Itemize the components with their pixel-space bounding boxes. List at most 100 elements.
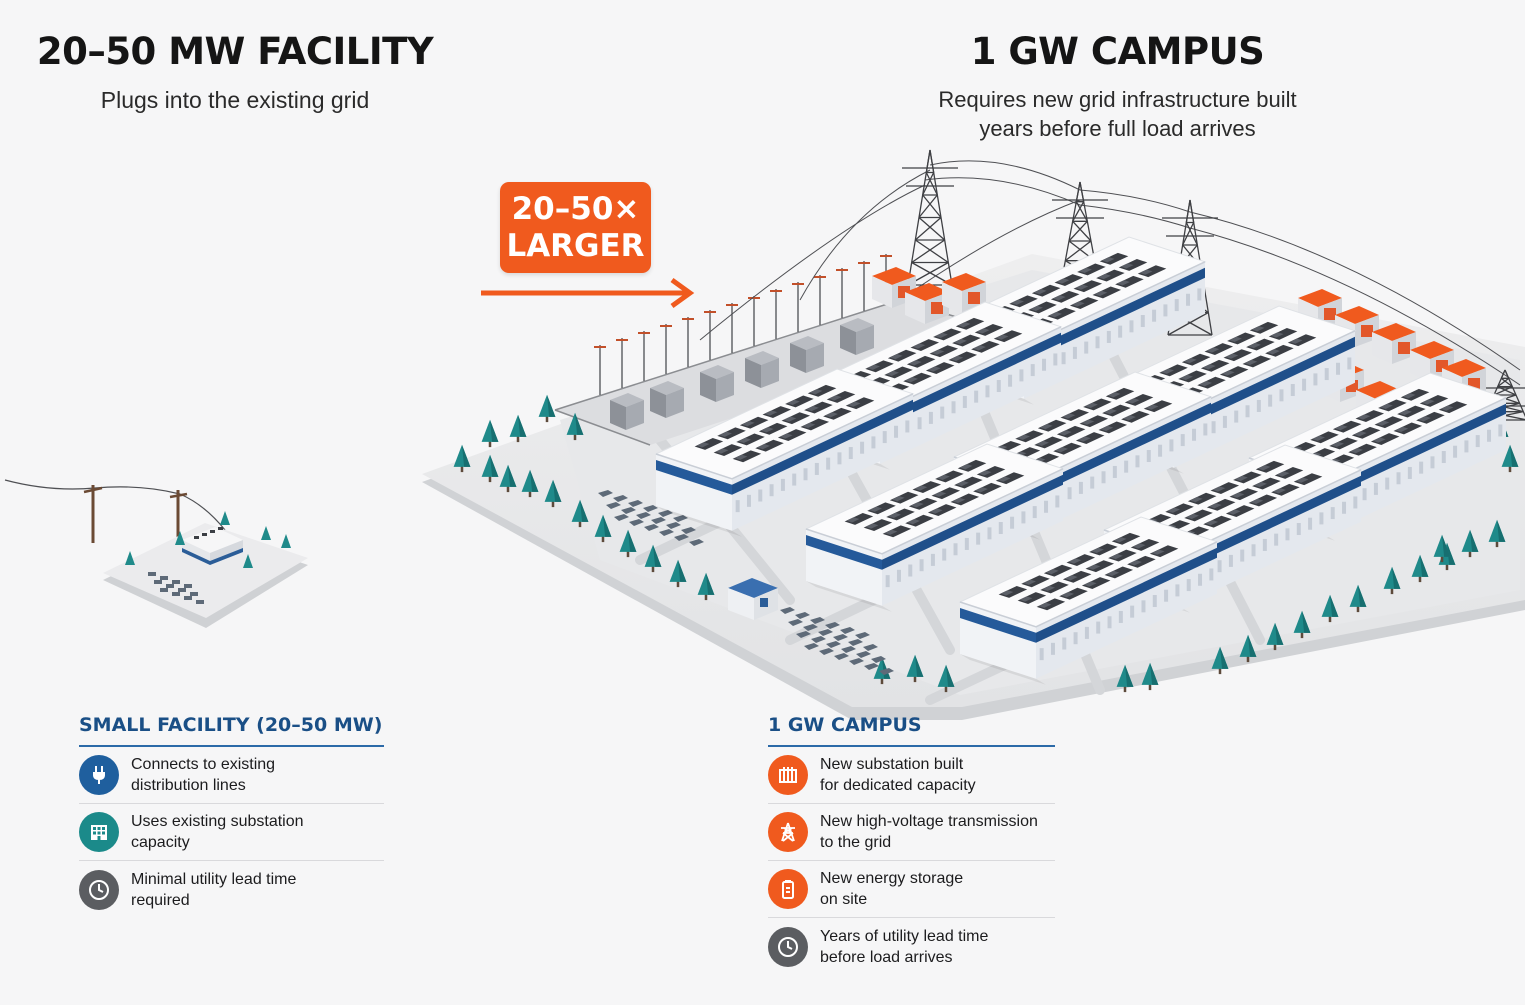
- parked-car: [166, 584, 174, 588]
- tree: [125, 551, 135, 565]
- parked-car: [673, 515, 688, 522]
- transmission-tower-icon: [768, 812, 808, 852]
- campus-subtitle: Requires new grid infrastructure built y…: [938, 87, 1297, 141]
- tree: [1411, 554, 1429, 583]
- parked-car: [864, 663, 879, 670]
- tree: [175, 531, 185, 545]
- parked-car: [788, 619, 803, 626]
- small-facility-panel: SMALL FACILITY (20–50 MW) Connects to ex…: [79, 714, 384, 918]
- parked-car: [666, 522, 681, 529]
- tree: [243, 554, 253, 568]
- tree: [571, 499, 589, 528]
- campus-title: 1 GW CAMPUS: [970, 30, 1265, 73]
- tree: [644, 544, 662, 573]
- parked-car: [834, 653, 849, 660]
- tree: [1116, 664, 1134, 693]
- parked-car: [825, 622, 840, 629]
- parked-car: [681, 527, 696, 534]
- parked-car: [795, 612, 810, 619]
- parked-car: [811, 636, 826, 643]
- small-facility-title: 20–50 MW FACILITY: [36, 30, 434, 73]
- parked-car: [606, 502, 621, 509]
- tree: [619, 529, 637, 558]
- tree: [220, 511, 230, 525]
- storage-container: [1372, 323, 1416, 364]
- parked-car: [658, 510, 673, 517]
- tree: [1239, 634, 1257, 663]
- tree: [1141, 662, 1159, 691]
- size-multiplier-badge: 20–50× LARGER: [500, 182, 651, 273]
- parked-car: [803, 624, 818, 631]
- tree: [1488, 519, 1506, 548]
- tree: [281, 534, 291, 548]
- parked-car: [818, 629, 833, 636]
- tree: [1433, 534, 1451, 563]
- tree: [1349, 584, 1367, 613]
- building-icon: [79, 812, 119, 852]
- battery-icon: [768, 869, 808, 909]
- parked-car: [689, 539, 704, 546]
- parked-car: [598, 490, 613, 497]
- substation-icon: [768, 755, 808, 795]
- parked-car: [674, 534, 689, 541]
- tree: [509, 414, 527, 443]
- parked-car: [613, 495, 628, 502]
- parked-car: [863, 644, 878, 651]
- tree: [544, 479, 562, 508]
- tree: [937, 664, 955, 693]
- parked-car: [190, 592, 198, 596]
- tree: [566, 412, 584, 441]
- parked-car: [826, 641, 841, 648]
- tree: [453, 444, 471, 473]
- tree: [481, 454, 499, 483]
- tree: [1501, 444, 1519, 473]
- small-facility-header: 20–50 MW FACILITY Plugs into the existin…: [0, 30, 470, 114]
- data-hall-building: [958, 516, 1219, 685]
- substation-equipment: [594, 254, 892, 430]
- data-hall-building: [804, 443, 1065, 612]
- parked-car: [804, 643, 819, 650]
- clock-icon: [768, 926, 808, 967]
- parked-car: [184, 596, 192, 600]
- tree: [1211, 646, 1229, 675]
- tree: [499, 464, 517, 493]
- parked-car: [160, 576, 168, 580]
- plug-icon: [79, 755, 119, 795]
- parked-car: [154, 580, 162, 584]
- parked-car: [636, 512, 651, 519]
- small-facility-illustration: [4, 479, 308, 628]
- parked-car: [879, 668, 894, 675]
- small-facility-subtitle: Plugs into the existing grid: [100, 87, 370, 113]
- parked-car: [160, 588, 168, 592]
- parked-car: [651, 517, 666, 524]
- parking-lots: [598, 490, 894, 675]
- parked-car: [628, 500, 643, 507]
- transformer: [840, 318, 874, 355]
- tree: [538, 394, 556, 423]
- parked-car: [172, 580, 180, 584]
- tree: [906, 654, 924, 683]
- parked-car: [848, 639, 863, 646]
- transmission-tower: [902, 149, 958, 286]
- parked-car: [810, 617, 825, 624]
- parked-car: [840, 627, 855, 634]
- data-center-buildings: [654, 236, 1508, 685]
- tree: [1266, 622, 1284, 651]
- tree: [669, 559, 687, 588]
- parked-car: [659, 529, 674, 536]
- parked-car: [196, 600, 204, 604]
- tree: [261, 526, 271, 540]
- tree: [1461, 529, 1479, 558]
- campus-panel-title: 1 GW CAMPUS: [768, 714, 1055, 747]
- parked-car: [148, 572, 156, 576]
- parked-car: [629, 519, 644, 526]
- parked-car: [855, 632, 870, 639]
- parked-car: [819, 648, 834, 655]
- parked-car: [849, 658, 864, 665]
